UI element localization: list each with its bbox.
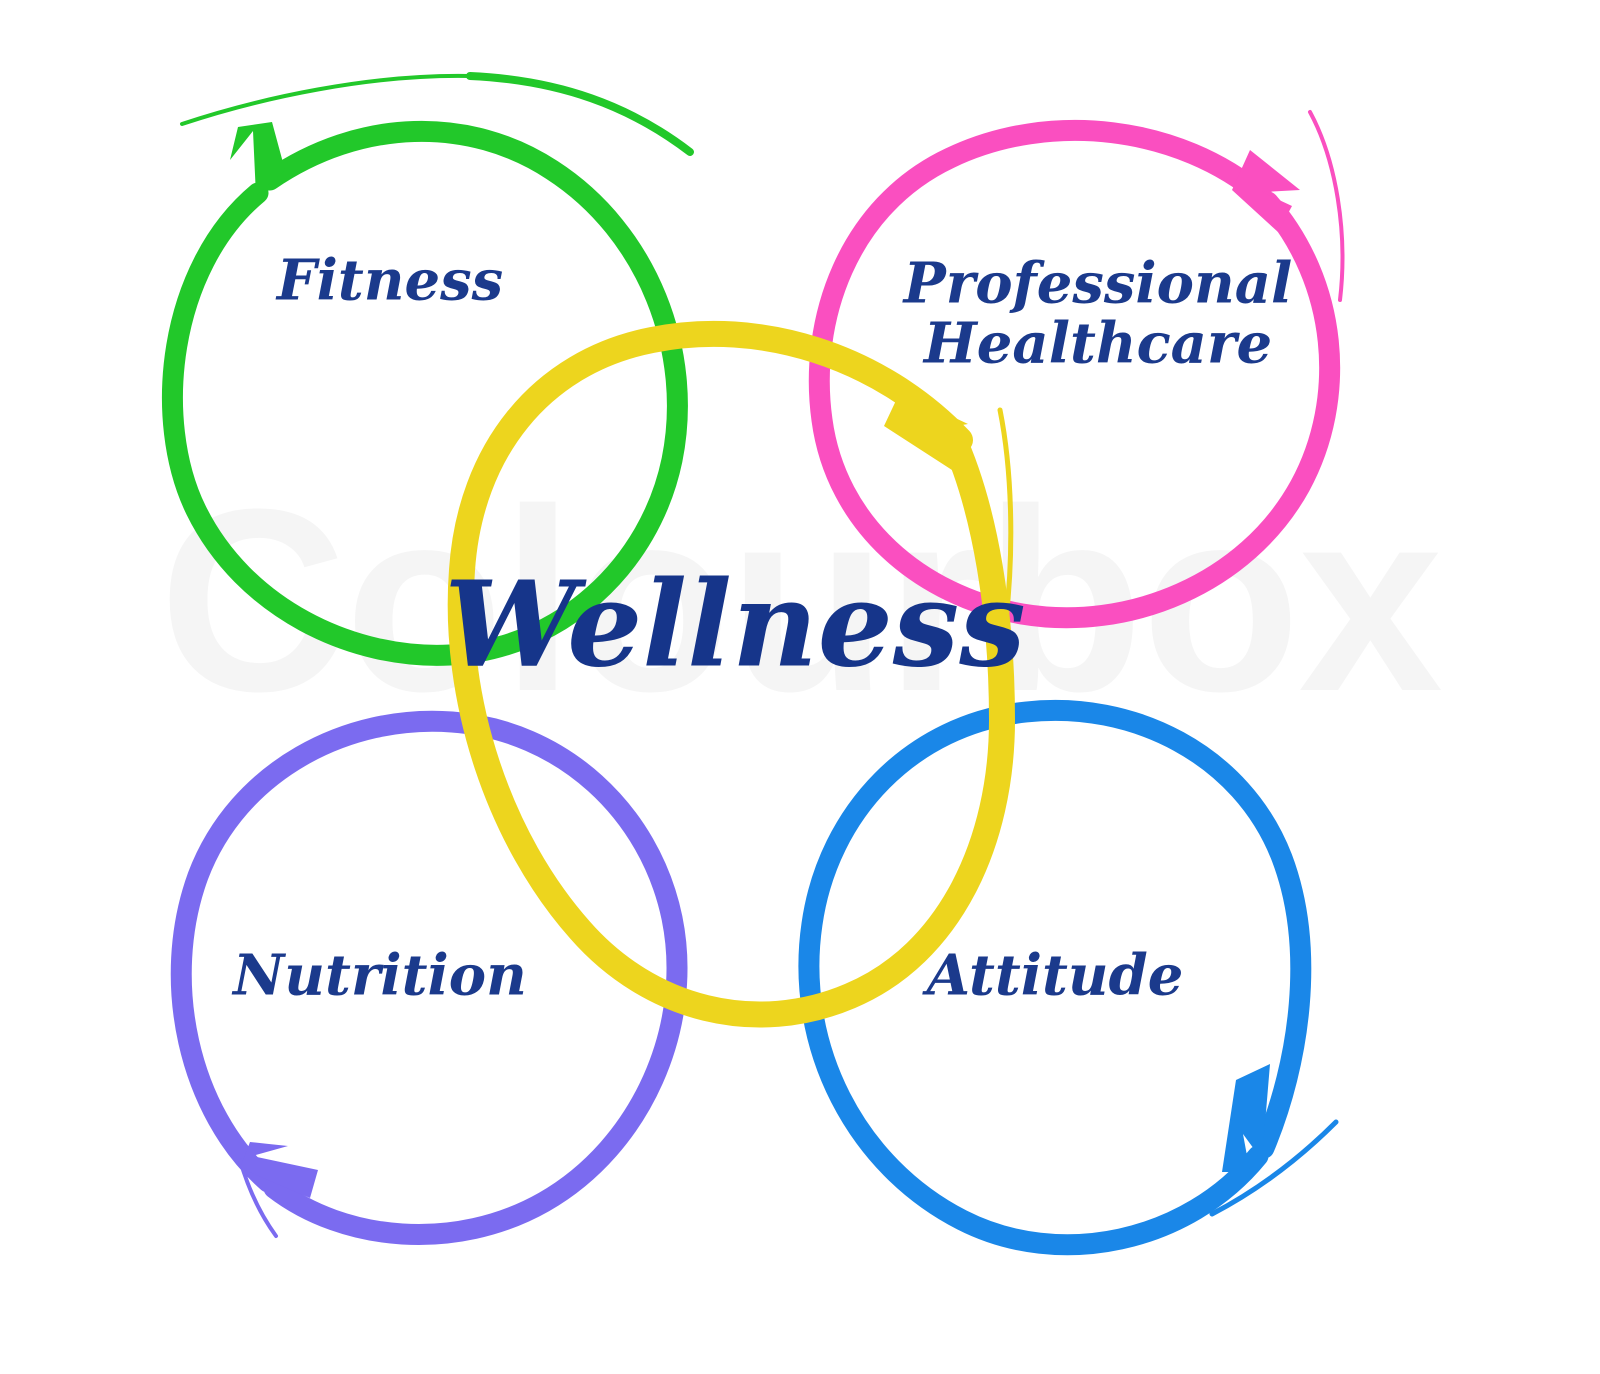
nutrition-arrowhead-icon bbox=[240, 1142, 318, 1198]
label-professional-healthcare-line1: Professional bbox=[902, 251, 1293, 317]
circle-wellness-center[interactable] bbox=[447, 320, 1016, 1028]
wellness-ring bbox=[447, 320, 1016, 1028]
label-fitness: Fitness bbox=[275, 248, 503, 314]
attitude-arrow-tail bbox=[1209, 1119, 1339, 1217]
healthcare-arrowhead-icon bbox=[1232, 150, 1300, 232]
fitness-arrowhead-icon bbox=[230, 122, 285, 196]
colourbox-watermark: Colourbox bbox=[159, 456, 1445, 746]
label-attitude: Attitude bbox=[922, 943, 1184, 1009]
attitude-arrowhead-icon bbox=[1222, 1064, 1270, 1172]
circle-fitness[interactable] bbox=[161, 72, 694, 666]
circle-professional-healthcare[interactable] bbox=[808, 110, 1345, 629]
label-nutrition: Nutrition bbox=[231, 943, 527, 1009]
fitness-arrow-tail bbox=[180, 73, 472, 126]
label-wellness-center: Wellness bbox=[444, 555, 1025, 694]
wellness-arrow-tail bbox=[997, 407, 1014, 623]
circle-nutrition[interactable] bbox=[170, 710, 688, 1246]
nutrition-ring bbox=[170, 710, 688, 1246]
fitness-ring bbox=[161, 121, 688, 666]
healthcare-arrow-tail bbox=[1308, 110, 1345, 302]
attitude-ring bbox=[798, 699, 1312, 1256]
circle-attitude[interactable] bbox=[798, 699, 1339, 1256]
healthcare-ring bbox=[808, 120, 1341, 629]
wellness-arrowhead-icon bbox=[884, 392, 968, 470]
label-professional-healthcare-line2: Healthcare bbox=[922, 311, 1272, 377]
fitness-arrow-tail-2 bbox=[466, 72, 694, 156]
